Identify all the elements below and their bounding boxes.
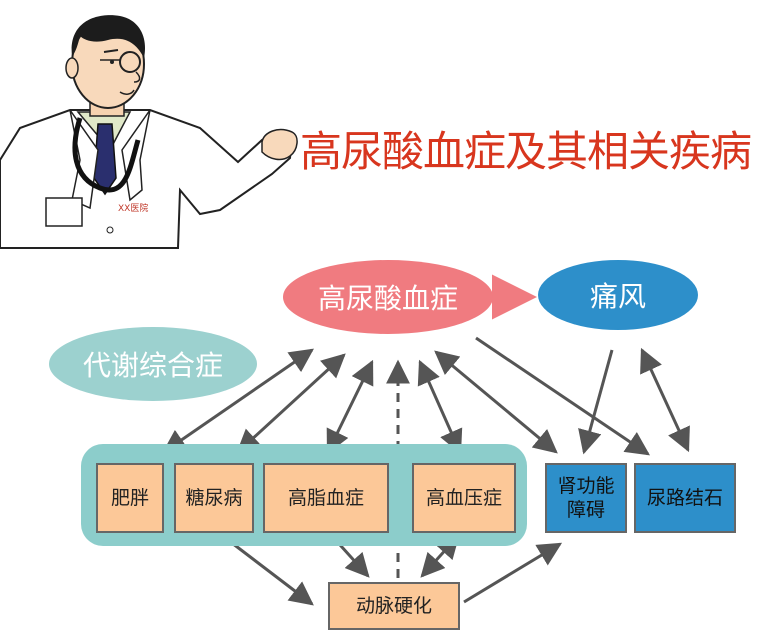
node-diabetes: 糖尿病: [174, 463, 254, 533]
arrow-gout-urolithiasis: [640, 347, 690, 453]
doctor-illustration: XX医院: [0, 15, 298, 249]
stethoscope: [72, 117, 141, 193]
arrow-diabetes-athero: [227, 538, 314, 606]
doctor-hand: [261, 128, 298, 161]
node-metabolic-syndrome: 代谢综合症: [49, 327, 257, 401]
hospital-badge: XX医院: [118, 202, 148, 214]
arrow-main-hypertension: [417, 359, 463, 455]
arrow-main-renal: [434, 350, 558, 454]
doctor-hair: [71, 15, 145, 58]
node-urolithiasis: 尿路结石: [634, 463, 736, 533]
node-renal-impairment: 肾功能 障碍: [545, 463, 627, 533]
renal-label-line2: 障碍: [566, 499, 605, 521]
arrow-main-urolithiasis: [475, 336, 650, 456]
node-gout: 痛风: [538, 260, 698, 330]
arrow-main-diabetes: [236, 353, 346, 454]
node-hyperlipidemia: 高脂血症: [263, 463, 389, 533]
glasses: [119, 51, 141, 73]
arrow-gout-renal: [578, 349, 614, 455]
node-hyperuricemia: 高尿酸血症: [283, 260, 493, 334]
page-title: 高尿酸血症及其相关疾病: [300, 127, 752, 176]
arrow-athero-renal: [463, 542, 563, 604]
node-hypertension: 高血压症: [412, 463, 516, 533]
node-obesity: 肥胖: [96, 463, 164, 533]
node-atherosclerosis: 动脉硬化: [328, 582, 460, 630]
renal-label-line1: 肾功能: [557, 475, 615, 497]
arrow-main-hyperlipidemia: [326, 359, 374, 455]
